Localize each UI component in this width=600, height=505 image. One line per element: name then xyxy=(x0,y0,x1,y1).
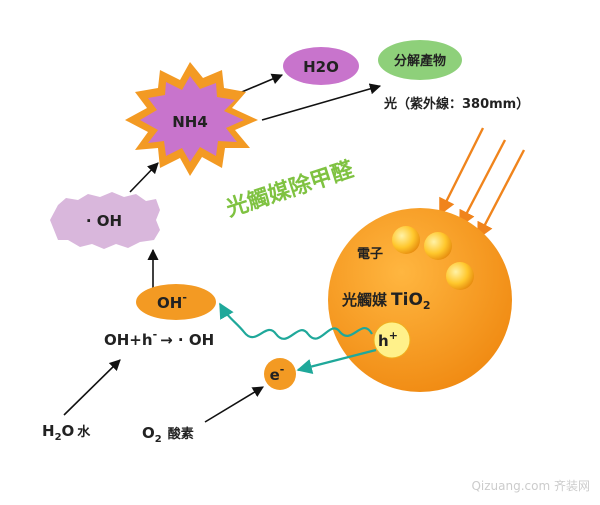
oh-radical-label: · OH xyxy=(86,212,122,230)
oh-ion-text: OH xyxy=(157,294,182,312)
electron-ball-2 xyxy=(424,232,452,260)
water-h: H xyxy=(42,422,55,440)
oh-ion-label: OH- xyxy=(157,291,187,312)
watermark: Qizuang.com 齐装网 xyxy=(471,478,590,493)
diagram-title: 光觸媒除甲醛 xyxy=(222,156,357,222)
hole-label: h+ xyxy=(378,329,398,350)
water-word: 水 xyxy=(77,424,91,440)
oxygen-o: O xyxy=(142,424,155,442)
catalyst-formula: TiO xyxy=(391,290,423,310)
reaction-part-b: → · OH xyxy=(160,331,214,349)
arrow-oxygen-to-electron xyxy=(204,386,264,423)
arrow-hole-to-electron xyxy=(296,348,377,375)
catalyst-prefix: 光觸媒 xyxy=(341,291,388,309)
oxygen-label: O2 酸素 xyxy=(142,424,194,445)
water-sub: 2 xyxy=(55,432,62,443)
reaction-part-a: OH+h xyxy=(104,331,153,349)
electrons-label: 電子 xyxy=(357,247,383,262)
hole-ball xyxy=(373,321,411,359)
reaction-equation: OH+h-→ · OH xyxy=(104,328,214,349)
light-ray-3 xyxy=(476,149,526,240)
oxygen-word: 酸素 xyxy=(168,426,194,442)
oh-ion-sup: - xyxy=(182,291,187,304)
water-o: O xyxy=(62,422,75,440)
h2o-node xyxy=(283,47,359,85)
arrow-oh-to-nh4 xyxy=(129,162,159,193)
electron-ball-3 xyxy=(446,262,474,290)
arrow-water-to-reaction xyxy=(63,359,121,416)
tio2-sphere xyxy=(328,208,512,392)
light-ray-1 xyxy=(438,127,485,216)
electron-label: e- xyxy=(270,363,285,384)
reaction-sup: - xyxy=(153,328,158,341)
oh-ion-node xyxy=(136,284,216,320)
electron-sup: - xyxy=(280,363,285,376)
electron-node xyxy=(264,358,296,390)
nh4-label: NH4 xyxy=(172,113,208,131)
oh-radical-cloud xyxy=(50,192,160,249)
electron-ball-1 xyxy=(392,226,420,254)
oxygen-sub: 2 xyxy=(155,434,162,445)
arrow-nh4-to-products xyxy=(261,83,382,121)
h2o-label: H2O xyxy=(303,58,339,76)
hole-sup: + xyxy=(389,329,398,342)
light-label: 光（紫外線：380mm） xyxy=(383,96,529,112)
hole-text: h xyxy=(378,332,389,350)
wave-hole-to-ohion xyxy=(219,302,373,340)
products-label: 分解產物 xyxy=(394,53,446,69)
electron-text: e xyxy=(270,366,280,384)
catalyst-sub: 2 xyxy=(423,299,431,312)
nh4-burst-inner xyxy=(140,76,244,162)
light-ray-2 xyxy=(458,139,507,228)
products-node xyxy=(378,40,462,80)
